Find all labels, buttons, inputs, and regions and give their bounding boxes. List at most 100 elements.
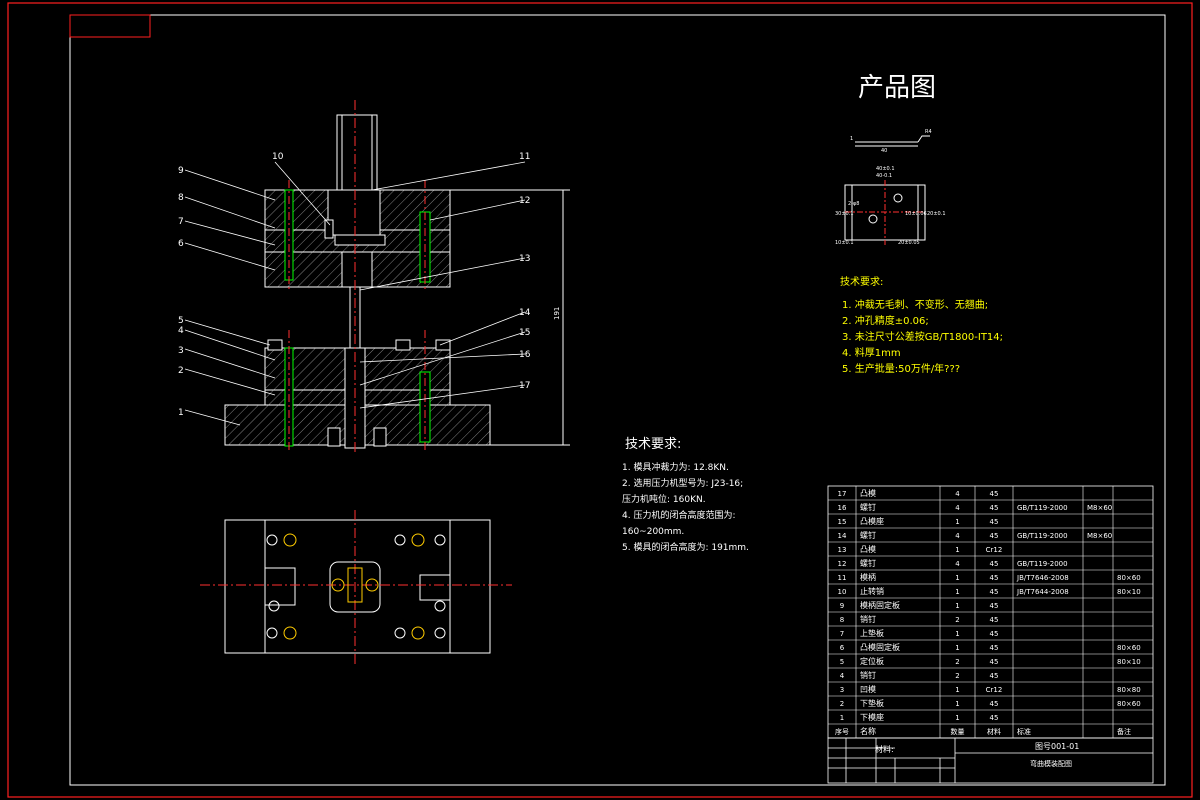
bom-cell: JB/T7644-2008 [1016, 588, 1069, 596]
bom-cell: 模柄 [860, 572, 876, 582]
bom-cell: 2 [840, 700, 844, 708]
bom-cell: 1 [955, 644, 959, 652]
dim-text: 20±0.05 [898, 240, 920, 246]
part-label: 14 [519, 308, 531, 318]
bom-cell: 1 [955, 700, 959, 708]
dim-text: 30±0.1 [835, 211, 854, 217]
bom-cell: GB/T119-2000 [1017, 504, 1068, 512]
bom-cell: 45 [990, 714, 999, 722]
bom-cell: 45 [990, 644, 999, 652]
requirement-item: 2. 选用压力机型号为: J23-16; [622, 477, 743, 489]
bom-header-cell: 备注 [1117, 727, 1131, 736]
bom-cell: 1 [955, 588, 959, 596]
inner-frame [69, 14, 1166, 786]
bom-cell: 1 [955, 574, 959, 582]
outer-frame [7, 2, 1193, 798]
bom-cell: 凸模 [860, 488, 876, 498]
drawing-title: 弯曲模装配图 [1030, 759, 1072, 768]
part-label: 9 [178, 166, 184, 176]
part-label: 7 [178, 217, 184, 227]
product-req-title: 技术要求: [840, 275, 883, 288]
bom-cell: 45 [990, 490, 999, 498]
leader-lines [184, 161, 526, 426]
bom-cell: 螺钉 [860, 502, 876, 512]
bom-cell: 2 [955, 672, 959, 680]
bom-cell: 4 [955, 504, 960, 512]
bom-cell: 凸模固定板 [860, 642, 900, 652]
bom-cell: 1 [955, 630, 959, 638]
product-req-item: 5. 生产批量:50万件/年??? [842, 362, 960, 375]
bom-cell: 10 [838, 588, 847, 596]
bom-header-cell: 标准 [1017, 727, 1031, 736]
bom-header-cell: 名称 [860, 726, 876, 736]
bom-cell: 17 [838, 490, 847, 498]
dim-text: 10±0.1 [835, 240, 854, 246]
part-label: 12 [519, 196, 530, 206]
dim-text: 40-0.1 [876, 173, 892, 179]
bom-cell: 45 [990, 700, 999, 708]
bom-cell: 12 [838, 560, 847, 568]
corner-box [69, 14, 151, 38]
part-label: 4 [178, 326, 184, 336]
bom-cell: 销钉 [860, 670, 876, 680]
bom-cell: 45 [990, 560, 999, 568]
part-label: 2 [178, 366, 184, 376]
bom-cell: 上垫板 [860, 628, 884, 638]
bom-cell: 5 [840, 658, 844, 666]
bom-cell: 1 [955, 546, 959, 554]
bom-cell: 销钉 [860, 614, 876, 624]
bom-cell: 4 [955, 490, 960, 498]
part-label: 6 [178, 239, 184, 249]
bom-cell: 1 [840, 714, 844, 722]
bom-cell: GB/T119-2000 [1017, 532, 1068, 540]
bom-cell: Cr12 [986, 546, 1003, 554]
bom-cell: 凸模座 [860, 516, 884, 526]
bom-cell: 定位板 [860, 656, 884, 666]
dim-text: 20±0.1 [927, 211, 946, 217]
bom-cell: 凸模 [860, 544, 876, 554]
product-title: 产品图 [858, 73, 936, 103]
bom-header-cell: 材料 [987, 727, 1001, 736]
bom-cell: 45 [990, 630, 999, 638]
bom-cell: 45 [990, 504, 999, 512]
requirement-item: 1. 模具冲裁力为: 12.8KN. [622, 461, 729, 473]
bom-cell: 11 [838, 574, 847, 582]
dim-text: 1 [850, 136, 853, 142]
bom-cell: 45 [990, 658, 999, 666]
bom-cell: 9 [840, 602, 844, 610]
bom-cell: 80×60 [1117, 574, 1141, 582]
product-req-item: 3. 未注尺寸公差按GB/T1800-IT14; [842, 330, 1003, 343]
part-label: 10 [272, 152, 284, 162]
bom-cell: 2 [955, 616, 959, 624]
bom-cell: 80×10 [1117, 588, 1141, 596]
bom-cell: Cr12 [986, 686, 1003, 694]
bom-cell: 模柄固定板 [860, 600, 900, 610]
product-req-item: 4. 料厚1mm [842, 346, 901, 359]
product-drawing [844, 135, 930, 245]
bom-cell: 1 [955, 714, 959, 722]
bom-cell: 14 [838, 532, 847, 540]
dim-text: 10±0.06 [905, 211, 927, 217]
bom-cell: 80×10 [1117, 658, 1141, 666]
bom-cell: M8×60 [1087, 532, 1112, 540]
part-label: 13 [519, 254, 530, 264]
material-label: 材料: [875, 744, 894, 754]
bom-cell: 4 [955, 532, 960, 540]
part-label: 8 [178, 193, 184, 203]
dim-text: R4 [925, 129, 932, 135]
bom-header-cell: 序号 [835, 727, 849, 736]
bom-cell: 7 [840, 630, 844, 638]
requirements-list: 1. 模具冲裁力为: 12.8KN. 2. 选用压力机型号为: J23-16; … [622, 461, 749, 553]
product-req-item: 1. 冲裁无毛刺、不变形、无翘曲; [842, 298, 988, 311]
bom-cell: 45 [990, 616, 999, 624]
bom-cell: 15 [838, 518, 847, 526]
part-label: 11 [519, 152, 530, 162]
bom-cell: 凹模 [860, 684, 876, 694]
bom-cell: M8×60 [1087, 504, 1112, 512]
part-label: 16 [519, 350, 531, 360]
bom-cell: 45 [990, 588, 999, 596]
bom-cell: 3 [840, 686, 844, 694]
part-label: 1 [178, 408, 184, 418]
